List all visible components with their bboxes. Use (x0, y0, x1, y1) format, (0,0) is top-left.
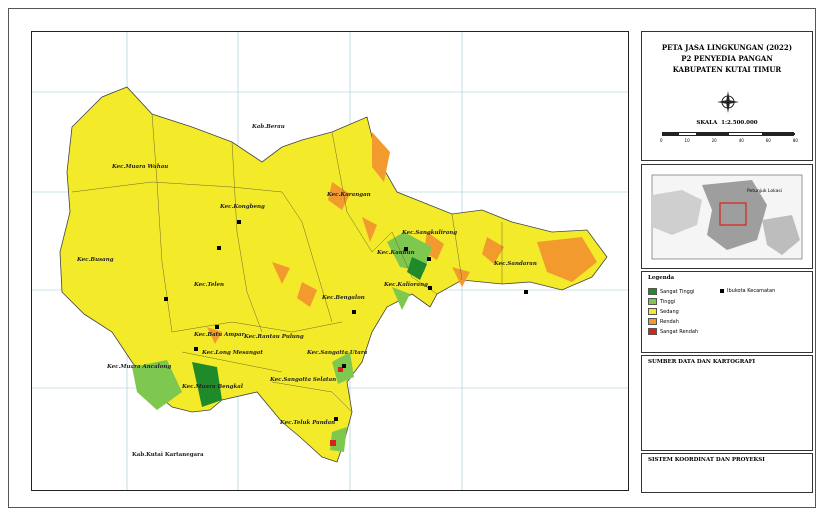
label-berau: Kab.Berau (252, 124, 285, 130)
district-label: Kec.Sangatta Utara (307, 350, 368, 356)
map-canvas (32, 32, 628, 490)
legend-swatch (648, 288, 657, 295)
kutai-timur-shape (59, 86, 608, 463)
tinggi-patches (132, 232, 432, 452)
capital-marker (217, 246, 221, 250)
capital-marker (215, 325, 219, 329)
legend-item: Sedang (648, 308, 679, 315)
legend-capital: Ibukota Kecamatan (720, 288, 775, 294)
sangat-rendah-patches (330, 367, 343, 446)
capital-marker (194, 347, 198, 351)
system-heading: SISTEM KOORDINAT DAN PROYEKSI (648, 457, 765, 463)
legend-item: Tinggi (648, 298, 675, 305)
title-block: PETA JASA LINGKUNGAN (2022) P2 PENYEDIA … (641, 31, 813, 161)
capital-marker (428, 286, 432, 290)
label-kutai-kartanegara: Kab.Kutai Kartanegara (132, 452, 204, 458)
district-label: Kec.Muara Bengkal (182, 384, 243, 390)
legend-heading: Legenda (648, 275, 675, 281)
map-sheet: Kab.Berau Kab.Kutai Kartanegara Kec.Muar… (8, 8, 816, 508)
coordinate-system-block: SISTEM KOORDINAT DAN PROYEKSI (641, 453, 813, 493)
scale-bar (662, 132, 795, 136)
scale-text: SKALA 1:2.500.000 (696, 120, 758, 126)
capital-marker (524, 290, 528, 294)
district-label: Kec.Sandaran (494, 261, 537, 267)
inset-map[interactable]: Petunjuk Lokasi (641, 164, 813, 269)
capital-marker (342, 364, 346, 368)
district-label: Kec.Telen (194, 282, 224, 288)
district-label: Kec.Bengalon (322, 295, 365, 301)
north-arrow-icon (717, 91, 739, 113)
scale-ticks: 0 10 20 40 60 80 (660, 138, 798, 143)
district-label: Kec.Long Mesangat (202, 350, 263, 356)
capital-marker (404, 247, 408, 251)
district-label: Kec.Teluk Pandan (280, 420, 336, 426)
legend-swatch (648, 308, 657, 315)
district-label: Kec.Sangatta Selatan (270, 377, 337, 383)
legend-item: Rendah (648, 318, 679, 325)
legend-item: Sangat Tinggi (648, 288, 694, 295)
capital-marker (164, 297, 168, 301)
legend: Legenda Sangat Tinggi Tinggi Sedang Rend… (641, 271, 813, 353)
district-label: Kec.Kaubun (377, 250, 415, 256)
inset-extent-box (719, 202, 747, 226)
district-label: Kec.Muara Wahau (112, 164, 169, 170)
main-map[interactable]: Kab.Berau Kab.Kutai Kartanegara Kec.Muar… (31, 31, 629, 491)
district-label: Kec.Karangan (327, 192, 371, 198)
capital-marker-icon (720, 288, 724, 293)
district-label: Kec.Kaliorang (384, 282, 428, 288)
capital-marker (237, 220, 241, 224)
capital-marker (427, 257, 431, 261)
inset-canvas (651, 174, 803, 260)
district-label: Kec.Busang (77, 257, 114, 263)
legend-swatch (648, 298, 657, 305)
legend-swatch (648, 328, 657, 335)
source-block: SUMBER DATA DAN KARTOGRAFI (641, 355, 813, 451)
district-label: Kec.Muara Ancalong (107, 364, 172, 370)
district-label: Kec.Rantau Pulung (244, 334, 304, 340)
legend-item: Sangat Rendah (648, 328, 698, 335)
district-label: Kec.Sangkulirang (402, 230, 458, 236)
map-title: PETA JASA LINGKUNGAN (2022) P2 PENYEDIA … (661, 43, 793, 74)
legend-swatch (648, 318, 657, 325)
district-label: Kec.Kongbeng (220, 204, 265, 210)
capital-marker (352, 310, 356, 314)
capital-marker (334, 417, 338, 421)
district-label: Kec.Batu Ampar (194, 332, 245, 338)
inset-label: Petunjuk Lokasi (747, 189, 782, 194)
source-heading: SUMBER DATA DAN KARTOGRAFI (648, 359, 756, 365)
